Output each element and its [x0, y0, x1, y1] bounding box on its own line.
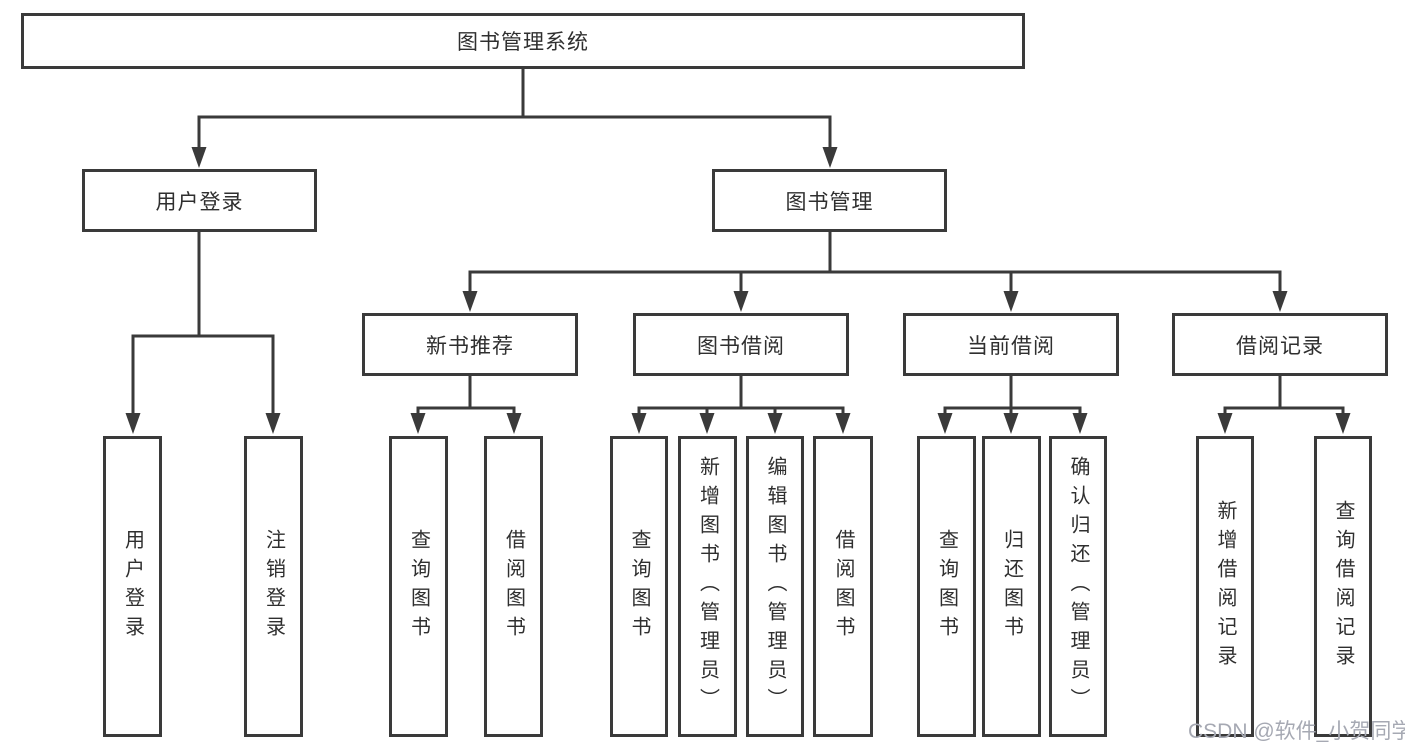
leaf-query-borrow-record: 查询借阅记录 [1314, 436, 1372, 737]
leaf-confirm-return-admin: 确认归还（管理员） [1049, 436, 1107, 737]
node-user-login: 用户登录 [82, 169, 317, 232]
arrowheads [125, 147, 1351, 434]
leaf-label: 确认归还（管理员） [1067, 456, 1089, 717]
leaf-label: 归还图书 [1000, 528, 1023, 645]
leaf-label: 新增借阅记录 [1214, 499, 1236, 674]
node-book-management: 图书管理 [712, 169, 947, 232]
node-root: 图书管理系统 [21, 13, 1025, 69]
leaf-add-books-admin: 新增图书（管理员） [678, 436, 737, 737]
leaf-label: 查询借阅记录 [1332, 499, 1354, 674]
leaf-label: 查询图书 [935, 528, 958, 645]
leaf-user-login: 用户登录 [103, 436, 162, 737]
leaf-label: 编辑图书（管理员） [764, 456, 786, 717]
leaf-borrow-books: 借阅图书 [813, 436, 873, 737]
leaf-borrow-books-recommend: 借阅图书 [484, 436, 543, 737]
csdn-watermark: CSDN @软件_小贺同学 [1188, 720, 1405, 743]
leaf-query-books-borrow: 查询图书 [610, 436, 668, 737]
leaf-label: 查询图书 [628, 528, 650, 645]
leaf-label: 借阅图书 [832, 528, 854, 645]
leaf-add-borrow-record: 新增借阅记录 [1196, 436, 1254, 737]
leaf-label: 借阅图书 [502, 528, 525, 645]
leaf-edit-books-admin: 编辑图书（管理员） [746, 436, 804, 737]
leaf-label: 查询图书 [407, 528, 430, 645]
leaf-label: 用户登录 [121, 528, 144, 645]
leaf-logout: 注销登录 [244, 436, 303, 737]
node-current-borrow: 当前借阅 [903, 313, 1119, 376]
leaf-label: 注销登录 [262, 528, 285, 645]
leaf-label: 新增图书（管理员） [696, 456, 719, 717]
node-new-book-recommend: 新书推荐 [362, 313, 578, 376]
node-book-borrow: 图书借阅 [633, 313, 849, 376]
leaf-return-books: 归还图书 [982, 436, 1041, 737]
leaf-query-books-recommend: 查询图书 [389, 436, 448, 737]
node-borrow-records: 借阅记录 [1172, 313, 1388, 376]
leaf-query-books-current: 查询图书 [917, 436, 976, 737]
